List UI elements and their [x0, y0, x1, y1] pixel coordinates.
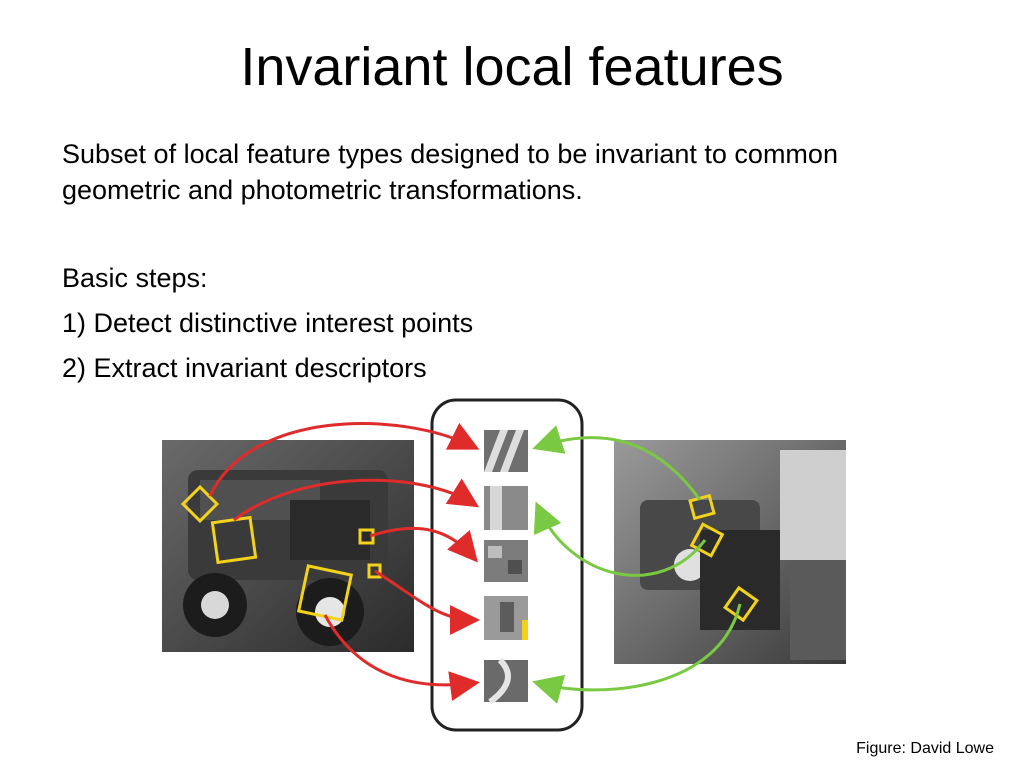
- left-arrow-4: [374, 569, 480, 635]
- marker-right-3: [723, 585, 759, 623]
- left-arrow-1: [208, 422, 480, 497]
- slide-title: Invariant local features: [240, 37, 784, 97]
- marker-left-2: [210, 515, 258, 565]
- marker-left-1: [180, 484, 220, 524]
- figure-credit: Figure: David Lowe: [856, 740, 994, 757]
- left-arrow-3: [369, 526, 478, 563]
- steps-heading: Basic steps:: [62, 263, 208, 293]
- patch-4: [484, 596, 528, 640]
- left-arrow-2: [233, 478, 480, 522]
- right-arrow-2: [533, 501, 707, 577]
- right-arrow-1: [532, 425, 702, 501]
- step-2: 2) Extract invariant descriptors: [62, 353, 427, 383]
- step-1: 1) Detect distinctive interest points: [62, 308, 474, 338]
- descriptor-patches: [484, 430, 528, 705]
- left-arrow-5: [323, 614, 480, 701]
- patch-5: [484, 657, 528, 705]
- left-photo: [162, 440, 414, 652]
- marker-right-2: [689, 522, 725, 558]
- patch-1: [484, 430, 528, 472]
- patch-2: [484, 486, 528, 530]
- right-arrow-3: [532, 603, 742, 704]
- right-arrows: [532, 425, 742, 704]
- marker-left-5: [367, 563, 382, 579]
- patch-3: [484, 540, 528, 582]
- left-arrows: [208, 422, 480, 701]
- marker-left-3: [296, 564, 354, 622]
- intro-paragraph: Subset of local feature types designed t…: [62, 139, 838, 205]
